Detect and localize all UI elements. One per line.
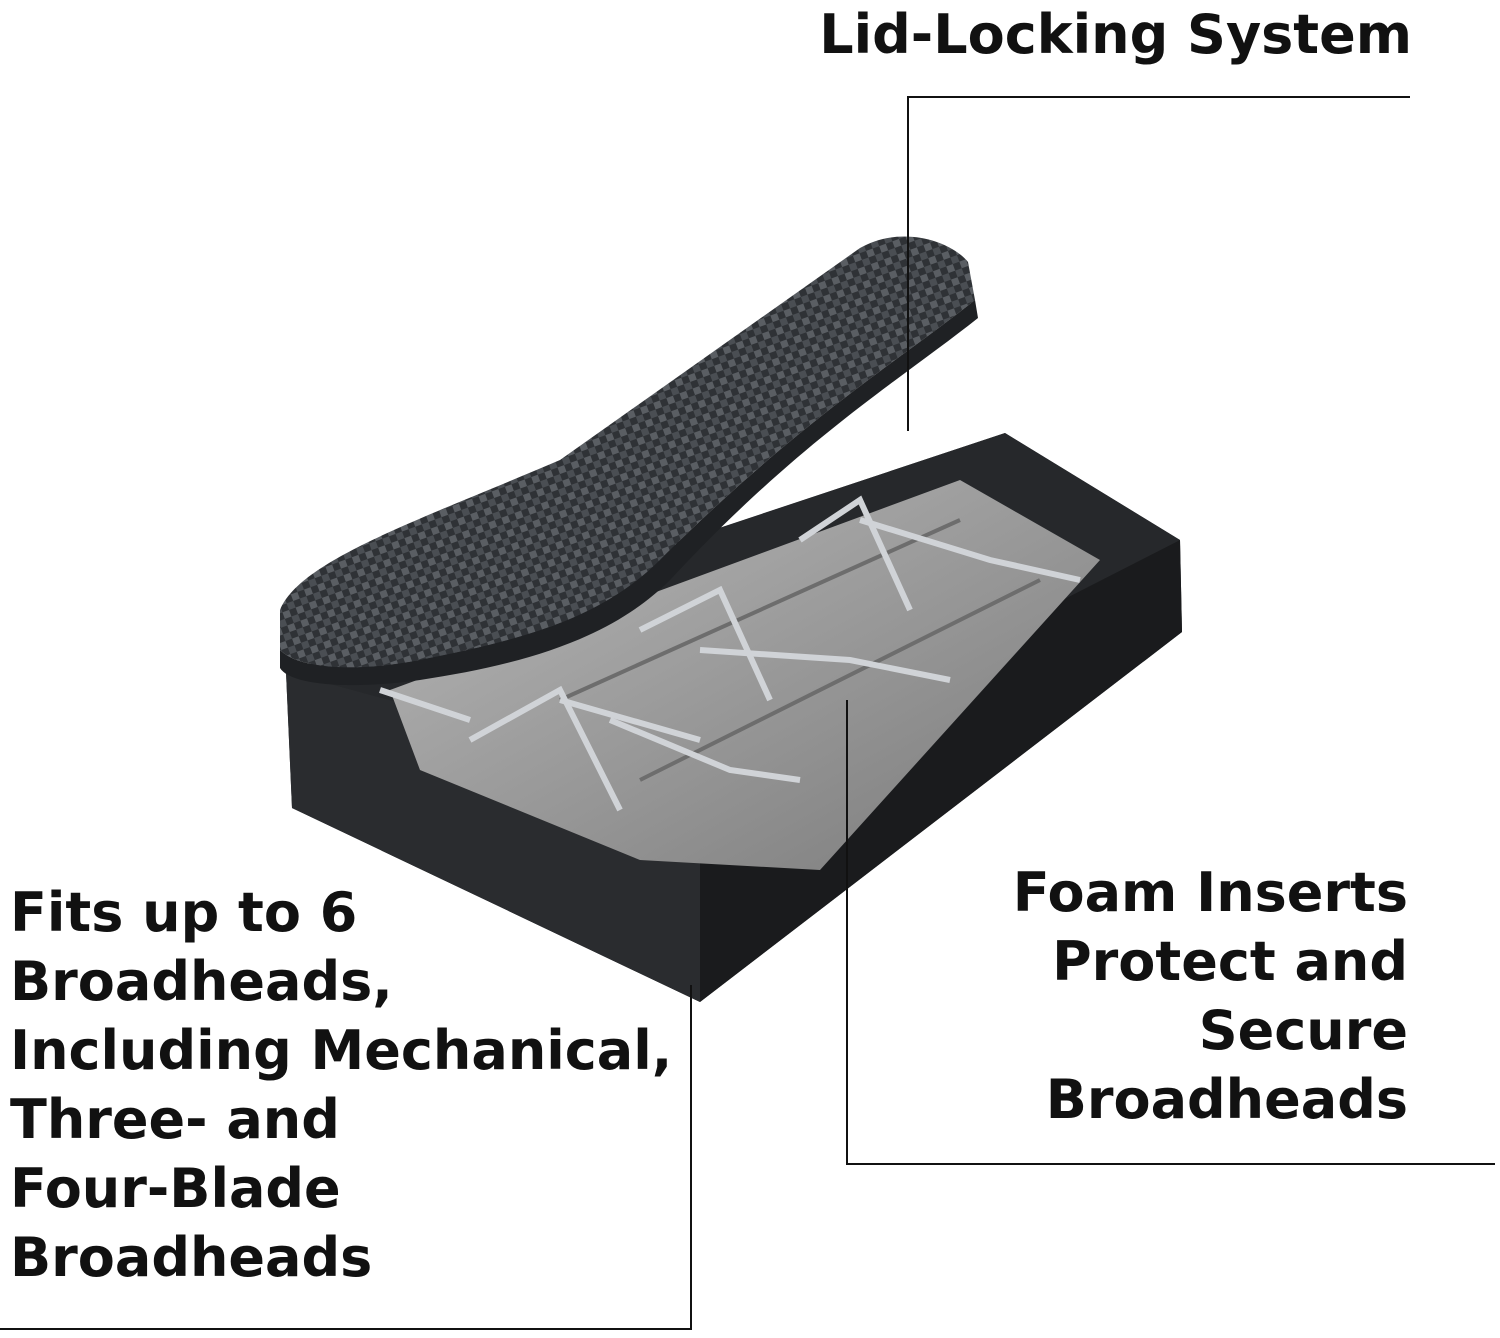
foam-callout-line-h	[846, 1163, 1495, 1165]
callout-line: Protect and	[1052, 930, 1408, 993]
callout-line: Fits up to 6	[10, 881, 358, 944]
callout-line: Foam Inserts	[1012, 861, 1408, 924]
callout-lid-locking: Lid-Locking System	[819, 0, 1412, 69]
callout-foam-inserts: Foam Inserts Protect and Secure Broadhea…	[1013, 858, 1408, 1134]
lid-callout-line-v	[907, 96, 909, 431]
callout-line: Including Mechanical,	[10, 1019, 673, 1082]
capacity-callout-line-v	[690, 985, 692, 1330]
lid-callout-line-h	[907, 96, 1410, 98]
callout-line: Three- and	[10, 1088, 340, 1151]
callout-capacity: Fits up to 6 Broadheads, Including Mecha…	[10, 878, 672, 1292]
broadheads	[379, 495, 1081, 812]
foam-callout-line-v	[846, 700, 848, 1165]
foam-insert	[390, 480, 1100, 870]
callout-line: Broadheads,	[10, 950, 393, 1013]
callout-line: Secure	[1198, 999, 1408, 1062]
callout-line: Broadheads	[10, 1226, 373, 1289]
callout-line: Four-Blade	[10, 1157, 341, 1220]
callout-line: Lid-Locking System	[819, 3, 1412, 66]
case-lid	[280, 236, 978, 686]
callout-line: Broadheads	[1045, 1068, 1408, 1131]
capacity-callout-line-h	[0, 1328, 692, 1330]
